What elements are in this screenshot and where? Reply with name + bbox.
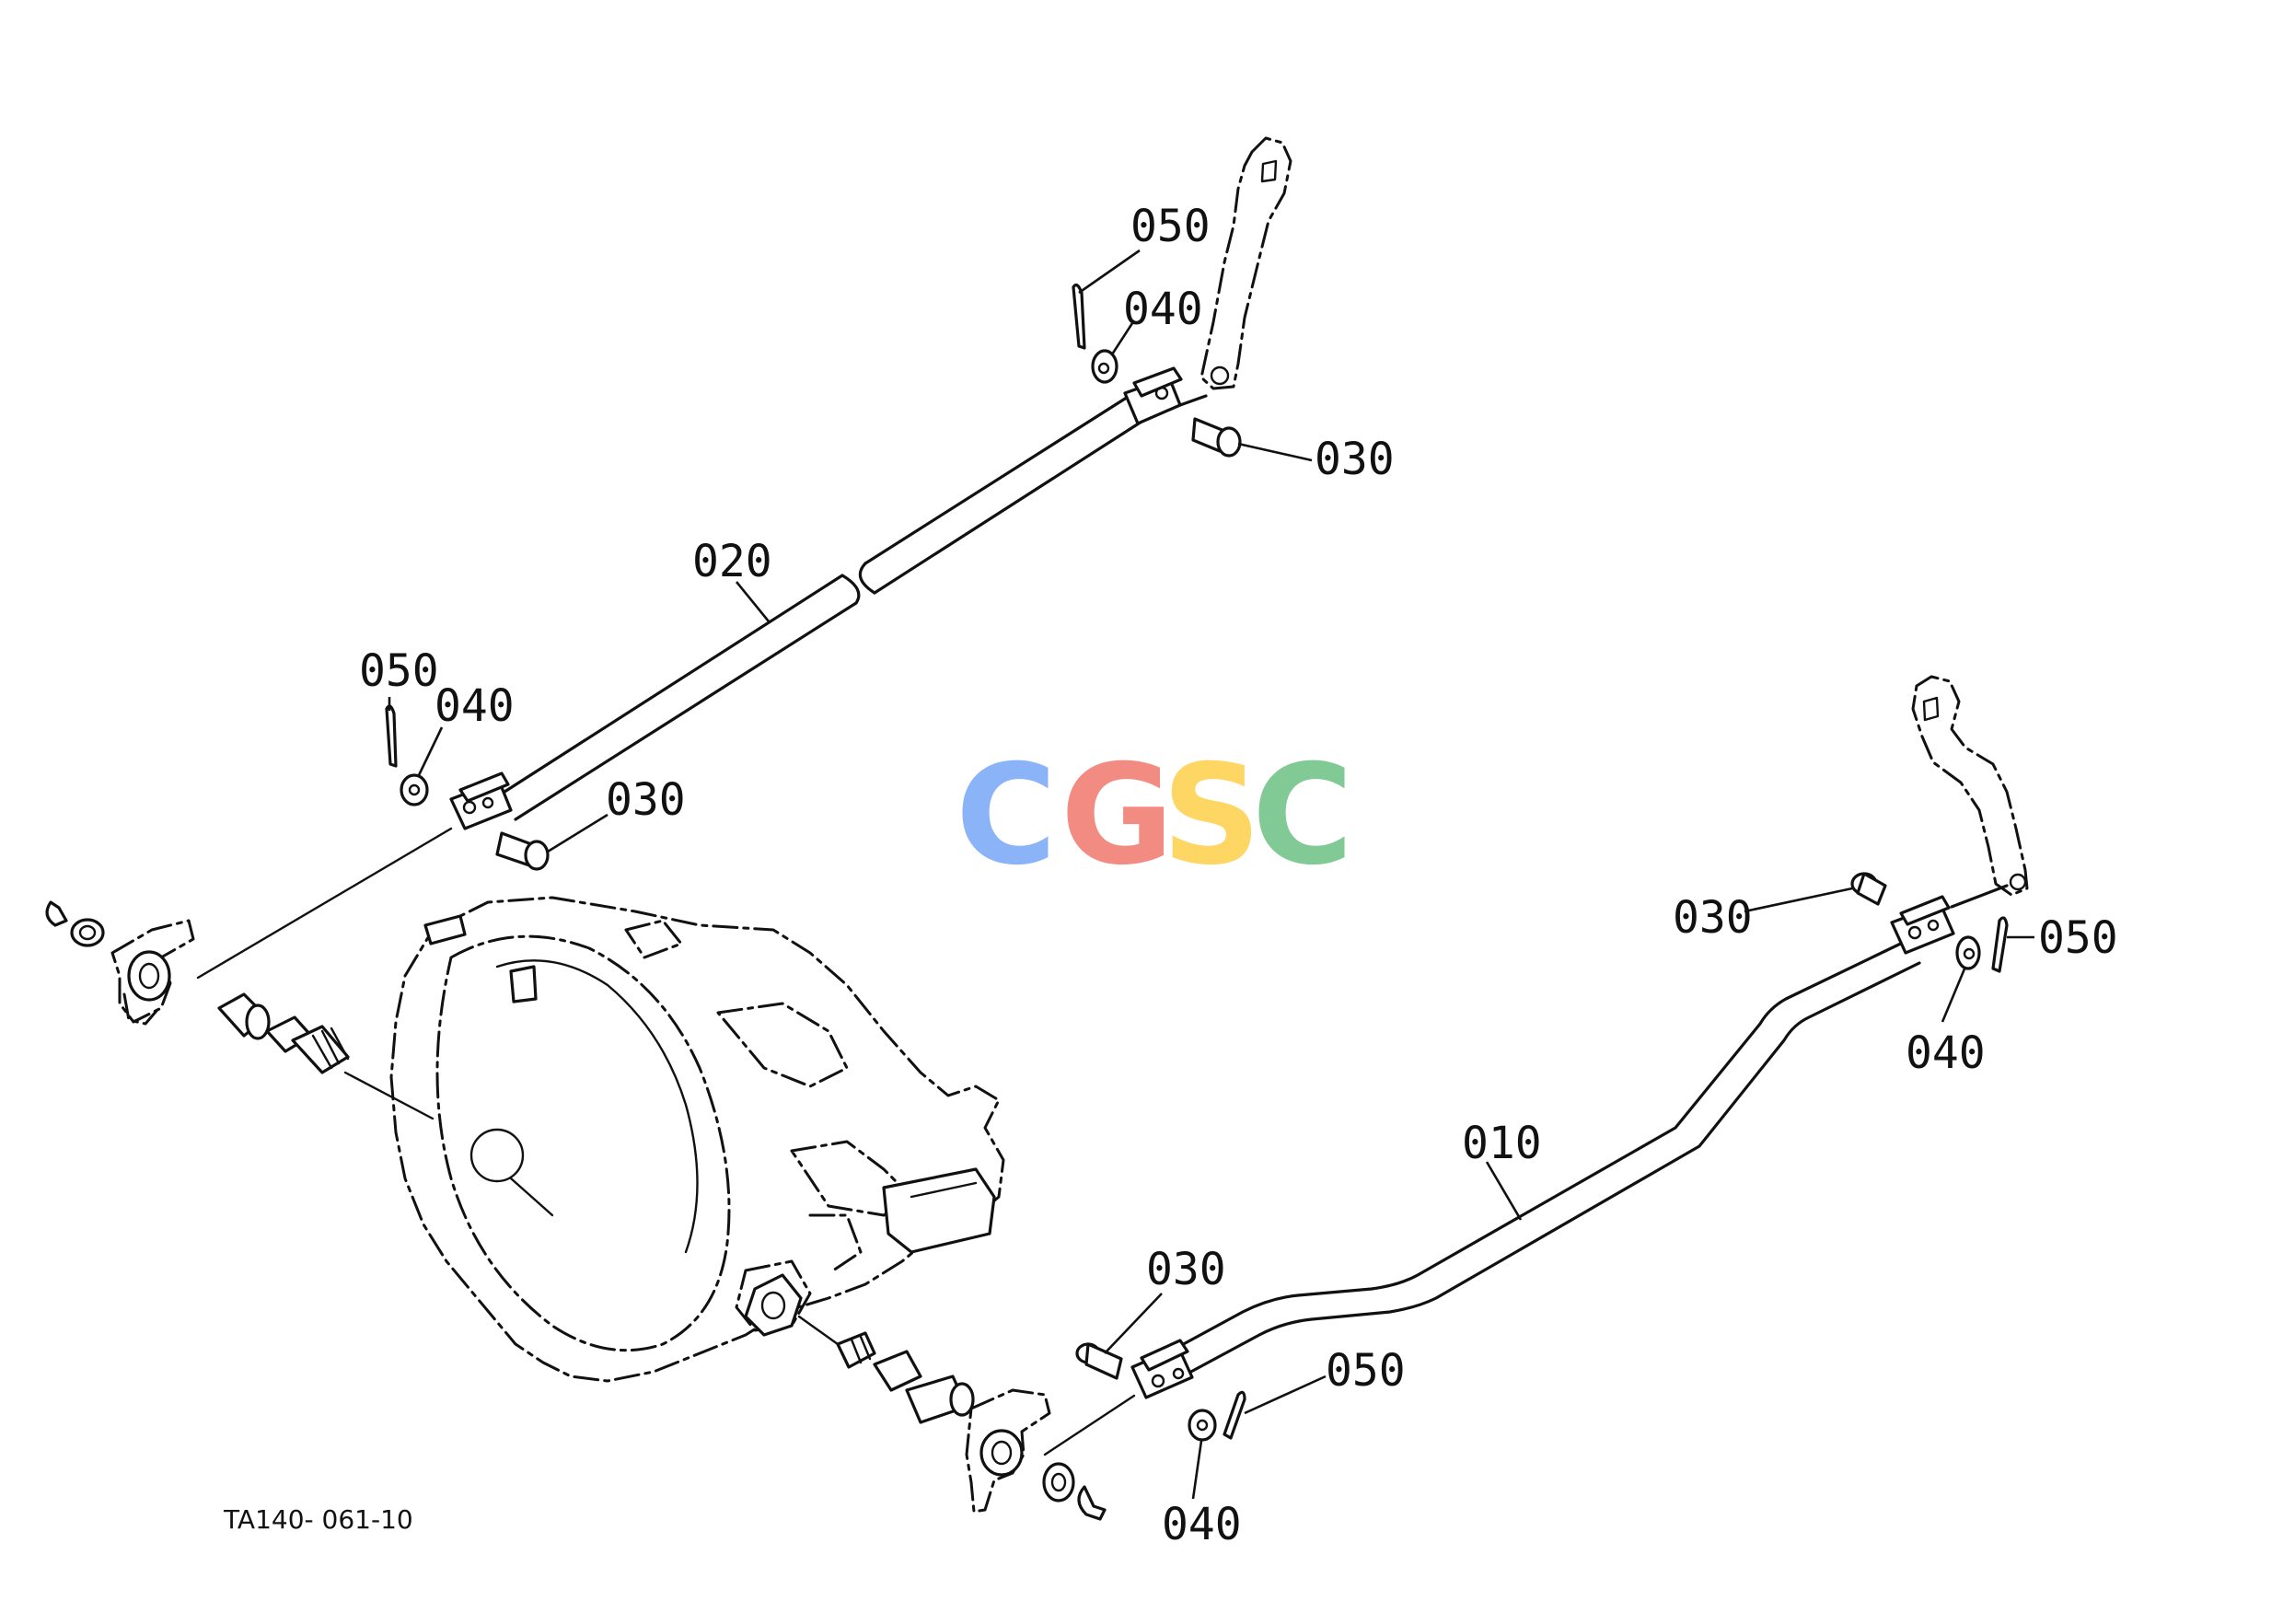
left-shift-bracket [45, 900, 195, 1026]
callout-040-upper-right: 040 [1123, 284, 1203, 335]
upper-lever-arm [1199, 136, 1292, 390]
leader-030-upper-right [1237, 442, 1313, 462]
callout-010: 010 [1462, 1118, 1542, 1169]
lower-shift-bracket [744, 1273, 1107, 1521]
upper-rod-020 [500, 392, 1143, 821]
transmission-housing [389, 896, 1005, 1383]
lower-washer-left [1188, 1409, 1217, 1442]
leader-030-lower-right [1744, 887, 1853, 913]
callout-050-lower-left: 050 [1326, 1345, 1406, 1397]
lower-washer-right [1955, 935, 1981, 970]
lower-clevis-pin-left [1075, 1342, 1123, 1380]
leader-050-lower-left [1244, 1375, 1327, 1415]
leader-040-upper-left [417, 726, 444, 776]
leader-040-lower-right [1941, 966, 1967, 1023]
lower-cotter-pin-left [1223, 1390, 1246, 1440]
left-threaded-shaft [265, 1015, 435, 1120]
leader-010 [1485, 1161, 1523, 1221]
callout-040-lower-right: 040 [1906, 1027, 1986, 1079]
leader-030-lower-left [1104, 1293, 1163, 1354]
callout-040-upper-left: 040 [435, 680, 515, 732]
watermark-letter-g: G [1060, 736, 1174, 896]
leader-040-upper-right [1110, 319, 1136, 355]
upper-washer-left [400, 773, 429, 806]
upper-link-line [196, 827, 453, 980]
drawing-reference-code: TA140- 061-10 [223, 1504, 413, 1535]
callout-030-upper-right: 030 [1315, 434, 1395, 485]
lower-clevis-left [1130, 1339, 1194, 1399]
watermark-letter-c1: C [956, 736, 1057, 896]
upper-washer-right [1091, 349, 1118, 384]
lower-rod-010 [1176, 937, 1921, 1375]
callout-050-upper-left: 050 [359, 645, 439, 697]
leader-050-upper-right [1078, 249, 1141, 295]
lower-clevis-right [1890, 884, 2009, 955]
upper-cotter-pin-left [385, 704, 398, 768]
upper-clevis-pin-right [1191, 417, 1242, 458]
watermark-logo: C G S C [956, 736, 1353, 896]
upper-clevis-left [449, 771, 513, 830]
lower-clevis-pin-right [1850, 872, 1887, 906]
leader-030-upper-left [547, 813, 608, 853]
callout-020: 020 [692, 536, 772, 587]
callout-030-upper-left: 030 [606, 774, 686, 826]
lower-cotter-pin-right [1991, 916, 2009, 973]
watermark-letter-s: S [1162, 736, 1261, 896]
leader-040-lower-left [1191, 1440, 1203, 1500]
leader-020 [735, 581, 771, 622]
upper-clevis-right [1123, 366, 1208, 425]
upper-clevis-pin-left [495, 831, 550, 871]
callout-050-lower-right: 050 [2038, 912, 2118, 964]
callout-030-lower-right: 030 [1673, 892, 1753, 944]
left-sleeve [217, 992, 271, 1040]
lower-link-line [1043, 1394, 1136, 1456]
callout-050-upper-right: 050 [1130, 201, 1211, 252]
callout-030-lower-left: 030 [1146, 1244, 1226, 1295]
upper-cotter-pin-right [1072, 283, 1086, 350]
lower-lever-arm [1911, 675, 2029, 897]
callout-040-lower-left: 040 [1162, 1499, 1242, 1550]
watermark-letter-c2: C [1252, 736, 1353, 896]
